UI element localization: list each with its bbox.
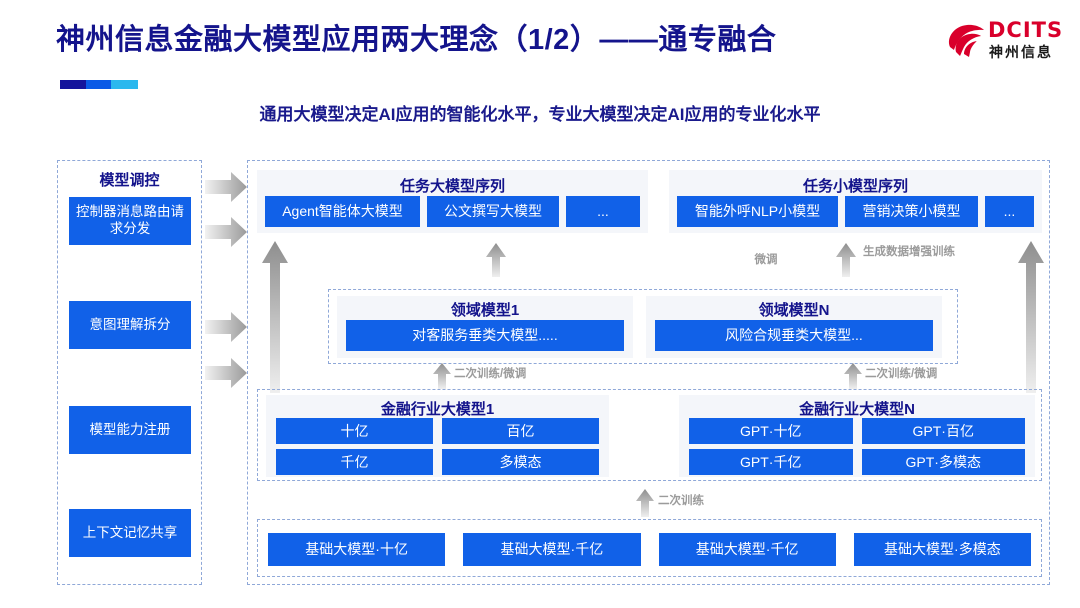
task-big-model-sequence-title: 任务大模型序列	[399, 178, 505, 195]
flow-arrow-retrain-finetune-right	[844, 363, 862, 389]
industry-model-1: 金融行业大模型1 十亿 百亿 千亿 多模态	[266, 395, 609, 477]
rule-segment-navy	[60, 80, 86, 89]
base-model-cell-0[interactable]: 基础大模型·十亿	[268, 533, 446, 566]
dcits-logo: DCITS 神州信息	[944, 16, 1066, 68]
flow-arrow-data-augmentation	[836, 243, 856, 277]
task-big-cell-1[interactable]: 公文撰写大模型	[427, 196, 559, 227]
sidebar-item-capability-registry[interactable]: 模型能力注册	[69, 406, 191, 454]
task-small-cell-2[interactable]: ...	[985, 196, 1034, 227]
task-small-model-sequence-title: 任务小模型序列	[802, 178, 908, 195]
industry-model-1-title: 金融行业大模型1	[380, 401, 495, 418]
swirl-icon	[944, 20, 986, 60]
domain-model-n-box[interactable]: 风险合规垂类大模型...	[655, 320, 933, 351]
logo-brand-cn-text: 神州信息	[989, 44, 1053, 60]
arrow-label-data-augmentation: 生成数据增强训练	[863, 246, 955, 258]
domain-model-n-title: 领域模型N	[758, 302, 830, 319]
industry-model-1-cell-1[interactable]: 百亿	[442, 418, 599, 444]
sidebar-item-intent-parsing[interactable]: 意图理解拆分	[69, 301, 191, 349]
task-small-model-sequence: 任务小模型序列 智能外呼NLP小模型 营销决策小模型 ...	[669, 170, 1042, 233]
industry-model-n-cell-1[interactable]: GPT·百亿	[861, 418, 1025, 444]
task-big-cell-0[interactable]: Agent智能体大模型	[265, 196, 420, 227]
industry-model-group: 金融行业大模型1 十亿 百亿 千亿 多模态 金融行业大模型N GPT·十亿 GP…	[257, 389, 1042, 481]
arrow-label-retrain-finetune-left: 二次训练/微调	[454, 368, 527, 380]
domain-model-1-title: 领域模型1	[450, 302, 520, 319]
flow-arrow-base-to-task-big	[262, 241, 288, 393]
arrow-label-fine-tune: 微调	[754, 254, 778, 266]
logo-brand-text: DCITS	[988, 18, 1064, 42]
sidebar-item-controller-routing[interactable]: 控制器消息路由请求分发	[69, 197, 191, 245]
task-small-cell-0[interactable]: 智能外呼NLP小模型	[677, 196, 838, 227]
page-subtitle: 通用大模型决定AI应用的智能化水平，专业大模型决定AI应用的专业化水平	[259, 105, 821, 124]
rule-segment-cyan	[111, 80, 138, 89]
industry-model-1-cell-0[interactable]: 十亿	[276, 418, 433, 444]
task-big-model-sequence: 任务大模型序列 Agent智能体大模型 公文撰写大模型 ...	[257, 170, 648, 233]
industry-model-n-cell-3[interactable]: GPT·多模态	[861, 449, 1025, 475]
architecture-diagram: 微调 生成数据增强训练 领域模型1 对客服务垂类大模型..... 领域模型N 风…	[247, 160, 1050, 585]
model-control-panel: 模型调控 控制器消息路由请求分发 意图理解拆分 模型能力注册 上下文记忆共享	[57, 160, 202, 585]
task-small-cell-1[interactable]: 营销决策小模型	[845, 196, 978, 227]
page-title: 神州信息金融大模型应用两大理念（1/2）——通专融合	[56, 24, 777, 56]
flow-arrow-retrain-finetune-left	[433, 363, 451, 389]
sidebar-connector-arrows	[205, 172, 247, 388]
domain-model-group: 领域模型1 对客服务垂类大模型..... 领域模型N 风险合规垂类大模型...	[328, 289, 958, 364]
domain-model-1: 领域模型1 对客服务垂类大模型.....	[337, 296, 633, 358]
flow-arrow-retrain	[636, 489, 654, 517]
industry-model-n-cell-2[interactable]: GPT·千亿	[689, 449, 853, 475]
domain-model-1-box[interactable]: 对客服务垂类大模型.....	[346, 320, 624, 351]
industry-model-1-cell-2[interactable]: 千亿	[276, 449, 433, 475]
base-model-group: 基础大模型·十亿 基础大模型·千亿 基础大模型·千亿 基础大模型·多模态	[257, 519, 1042, 577]
rule-segment-blue	[85, 80, 112, 89]
sidebar-item-context-memory[interactable]: 上下文记忆共享	[69, 509, 191, 557]
flow-arrow-base-to-task-small	[1018, 241, 1044, 393]
industry-model-1-cell-3[interactable]: 多模态	[442, 449, 599, 475]
industry-model-n-cell-0[interactable]: GPT·十亿	[689, 418, 853, 444]
sidebar-title: 模型调控	[99, 172, 160, 189]
base-model-cell-1[interactable]: 基础大模型·千亿	[463, 533, 641, 566]
industry-model-n: 金融行业大模型N GPT·十亿 GPT·百亿 GPT·千亿 GPT·多模态	[679, 395, 1035, 477]
base-model-cell-3[interactable]: 基础大模型·多模态	[853, 533, 1031, 566]
title-accent-rule	[60, 80, 138, 89]
industry-model-n-title: 金融行业大模型N	[799, 401, 915, 418]
domain-model-n: 领域模型N 风险合规垂类大模型...	[646, 296, 942, 358]
base-model-cell-2[interactable]: 基础大模型·千亿	[658, 533, 836, 566]
arrow-label-retrain-finetune-right: 二次训练/微调	[865, 368, 938, 380]
task-big-cell-2[interactable]: ...	[566, 196, 640, 227]
flow-arrow-fine-tune	[486, 243, 506, 277]
arrow-label-retrain: 二次训练	[658, 495, 704, 507]
